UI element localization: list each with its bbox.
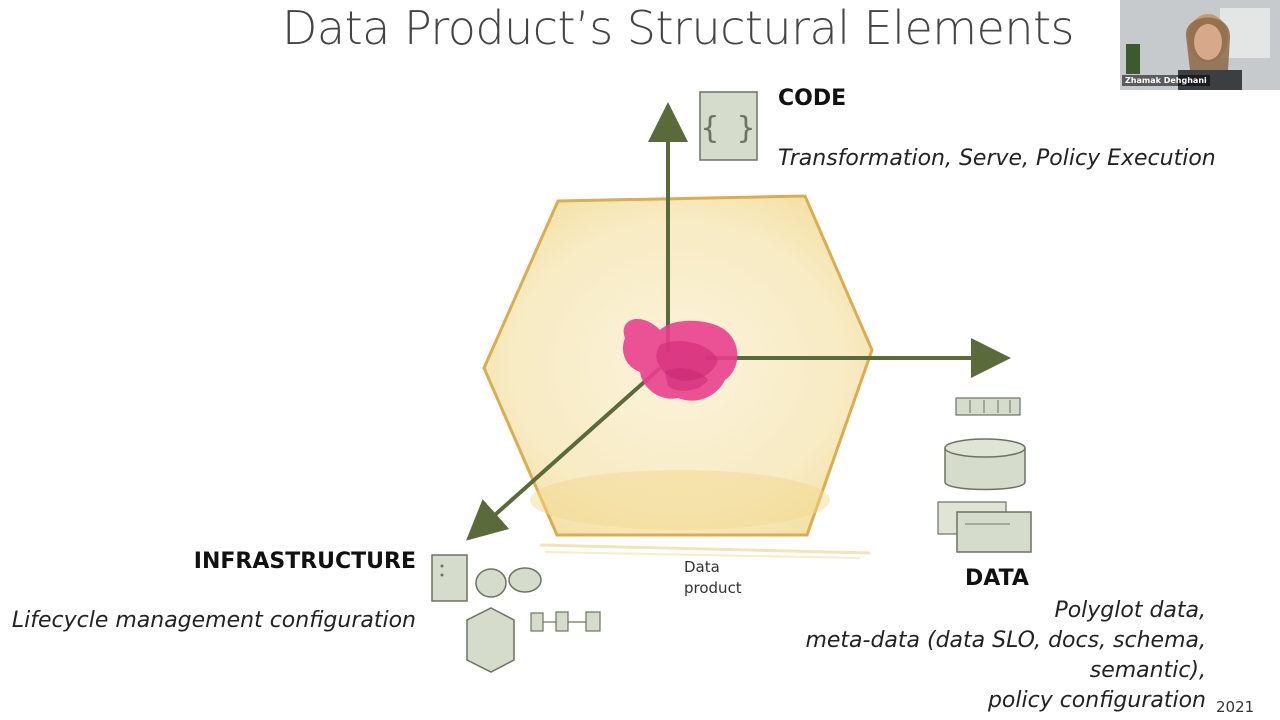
data-description-line: policy configuration <box>987 688 1206 713</box>
code-heading: CODE <box>778 86 847 111</box>
node-circles-icon <box>475 567 542 598</box>
data-description-line: meta-data (data SLO, docs, schema, <box>805 628 1206 653</box>
slide-year: 2021 <box>1216 698 1255 716</box>
data-description-line: Polyglot data, <box>1054 598 1206 623</box>
slide-title: Data Product’s Structural Elements <box>281 1 1075 55</box>
data-product-label: Data product <box>684 557 742 599</box>
svg-text:{ }: { } <box>701 111 755 146</box>
data-description-line: semantic), <box>1089 658 1206 683</box>
data-product-core <box>622 318 738 401</box>
participant-name: Zhamak Dehghani <box>1122 75 1210 86</box>
connected-boxes-icon <box>530 611 601 632</box>
curly-braces-document-icon: { } <box>699 91 758 161</box>
video-thumbnail[interactable]: Zhamak Dehghani <box>1120 0 1280 90</box>
data-product-label-line2: product <box>684 579 742 597</box>
code-description: Transformation, Serve, Policy Execution <box>778 146 1216 171</box>
server-icon <box>431 554 468 602</box>
infrastructure-heading: INFRASTRUCTURE <box>193 549 416 574</box>
infrastructure-description: Lifecycle management configuration <box>11 608 416 633</box>
axis-infrastructure <box>466 366 662 541</box>
hexagon-node-icon <box>466 607 515 673</box>
table-row-icon <box>955 397 1021 416</box>
data-product-label-line1: Data <box>684 558 720 576</box>
database-cylinder-icon <box>944 438 1026 491</box>
data-heading: DATA <box>965 566 1029 591</box>
data-description: Polyglot data, meta-data (data SLO, docs… <box>800 596 1206 716</box>
documents-icon <box>937 501 1032 553</box>
